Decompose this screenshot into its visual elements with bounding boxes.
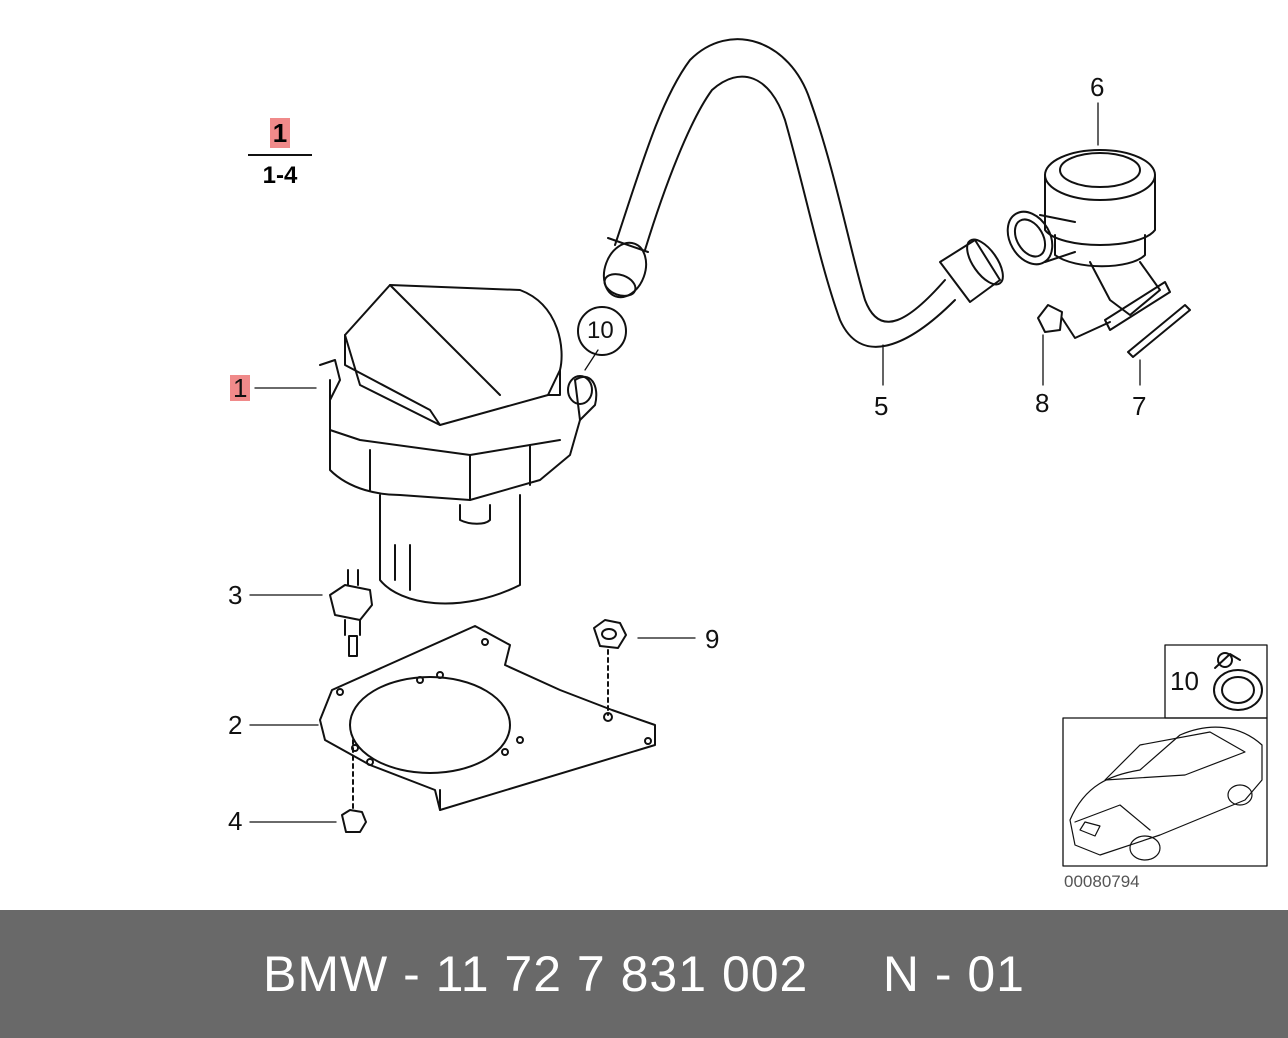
callout-5[interactable]: 5 <box>874 391 889 421</box>
callout-10[interactable]: 10 <box>587 317 614 344</box>
footer-banner: BMW - 11 72 7 831 002 N - 01 <box>0 910 1288 1038</box>
part-number-text: BMW - 11 72 7 831 002 N - 01 <box>263 946 1025 1002</box>
callout-1[interactable]: 1 <box>230 375 251 401</box>
callout-4[interactable]: 4 <box>228 806 243 836</box>
parts-diagram <box>249 38 1268 867</box>
air-pump-part-1 <box>319 284 598 605</box>
callout-6[interactable]: 6 <box>1090 72 1105 102</box>
nut-part-9 <box>593 619 627 716</box>
legend-top: 1 <box>269 118 291 148</box>
callout-2[interactable]: 2 <box>228 710 243 740</box>
hose-clamp-icon <box>1213 652 1263 711</box>
hose-part-5 <box>602 38 1004 348</box>
legend-divider <box>248 154 312 156</box>
check-valve-part-6 <box>1006 149 1191 358</box>
inset-part-label: 10 <box>1170 666 1199 696</box>
inset-frames <box>1062 644 1268 867</box>
callout-circle-10 <box>577 306 627 356</box>
rubber-mount-part-3 <box>329 569 373 657</box>
callout-3[interactable]: 3 <box>228 580 243 610</box>
callout-9[interactable]: 9 <box>705 624 720 654</box>
bracket-part-2 <box>319 625 656 811</box>
assembly-legend: 1 1-4 <box>248 118 312 190</box>
nut-part-4 <box>341 739 367 833</box>
legend-bottom: 1-4 <box>262 162 298 189</box>
leader-lines <box>249 102 1141 823</box>
callout-7[interactable]: 7 <box>1132 391 1147 421</box>
fitting-part-8 <box>1037 304 1111 339</box>
reference-code: 00080794 <box>1064 872 1140 891</box>
car-silhouette-icon <box>1069 726 1263 861</box>
callout-8[interactable]: 8 <box>1035 388 1050 418</box>
